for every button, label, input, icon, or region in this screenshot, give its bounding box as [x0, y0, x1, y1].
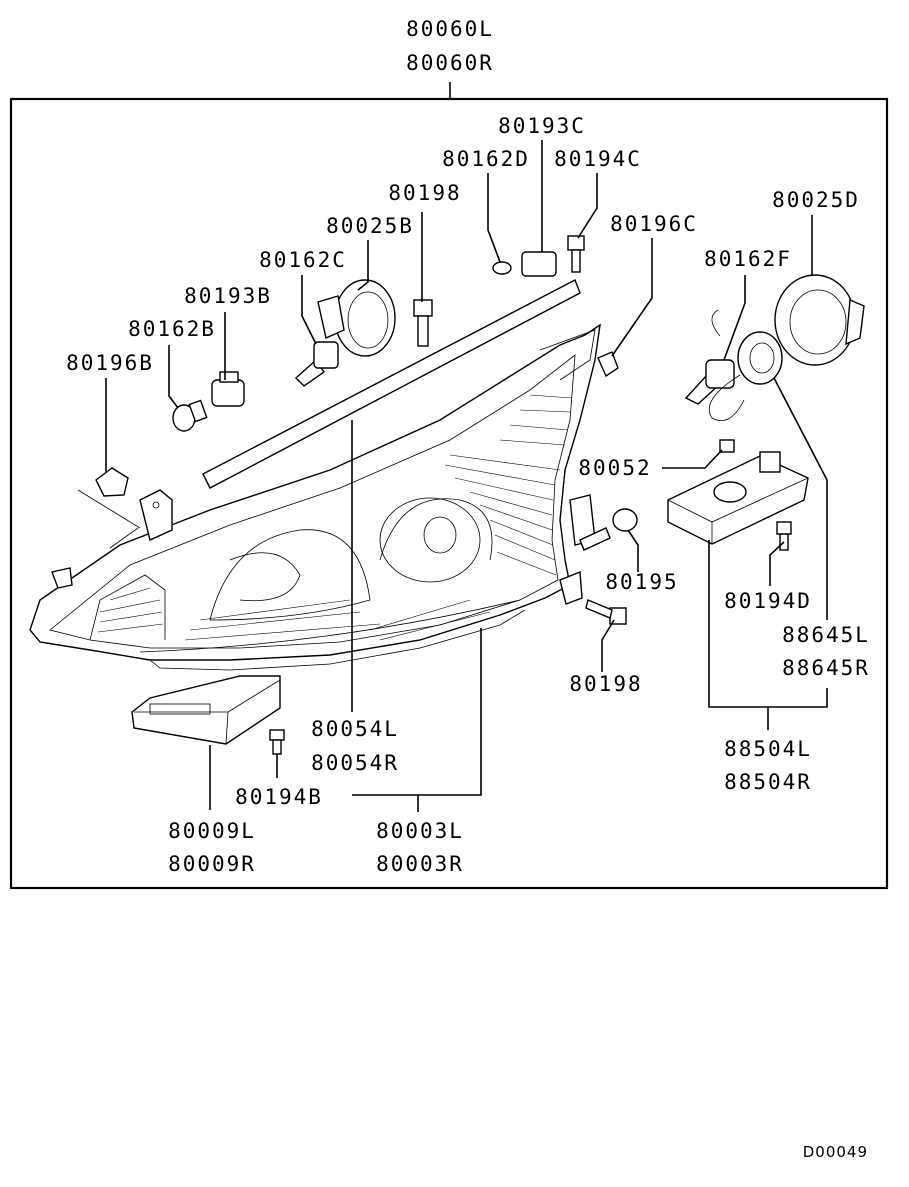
label-80194b: 80194B [235, 785, 323, 809]
label-80198-top: 80198 [388, 181, 461, 205]
screw-80194b [269, 729, 285, 755]
label-80060-l: 80060L [406, 17, 494, 41]
bracket-80009 [131, 675, 281, 745]
label-80198-bottom: 80198 [569, 672, 642, 696]
label-80009-r: 80009R [168, 852, 256, 876]
label-88504-r: 88504R [724, 770, 812, 794]
bulb-80162d [492, 261, 512, 275]
label-80052: 80052 [578, 456, 651, 480]
seal-strip [202, 279, 581, 489]
label-80196c: 80196C [610, 212, 698, 236]
igniter-88645 [708, 331, 783, 422]
label-80003-r: 80003R [376, 852, 464, 876]
bulb-80162b [172, 399, 208, 432]
clip-80196b [77, 467, 141, 549]
label-80025d: 80025D [772, 188, 860, 212]
label-80162b: 80162B [128, 317, 216, 341]
label-88645-l: 88645L [782, 623, 870, 647]
drawing-code: D00049 [803, 1143, 868, 1161]
label-80054-l: 80054L [311, 717, 399, 741]
diagram-frame [9, 97, 889, 890]
label-80162f: 80162F [704, 247, 792, 271]
cap-80025b [317, 279, 396, 357]
label-80193c: 80193C [498, 114, 586, 138]
label-88645-r: 88645R [782, 656, 870, 680]
label-80194d: 80194D [724, 589, 812, 613]
label-80009-l: 80009L [168, 819, 256, 843]
screw-80194c [567, 235, 585, 273]
label-80060-r: 80060R [406, 51, 494, 75]
label-80193b: 80193B [184, 284, 272, 308]
bulb-80162c [294, 341, 339, 387]
label-80054-r: 80054R [311, 751, 399, 775]
socket-80193b [211, 371, 245, 407]
connector-80052 [719, 439, 735, 453]
bolt-80198-bottom [585, 599, 627, 625]
leader-lines [105, 140, 828, 812]
cap-80025d [774, 274, 865, 366]
label-80195: 80195 [605, 570, 678, 594]
label-80162c: 80162C [259, 248, 347, 272]
nut-80195 [579, 508, 638, 551]
label-80162d: 80162D [442, 147, 530, 171]
clip-80196c [597, 351, 619, 378]
label-80194c: 80194C [554, 147, 642, 171]
label-80025b: 80025B [326, 214, 414, 238]
headlamp-assembly [29, 323, 601, 671]
bulb-80162f [684, 309, 735, 405]
bolt-80198-top [413, 299, 433, 347]
label-80003-l: 80003L [376, 819, 464, 843]
label-80196b: 80196B [66, 351, 154, 375]
socket-80193c [521, 251, 557, 277]
ballast-88504 [667, 451, 809, 545]
label-88504-l: 88504L [724, 737, 812, 761]
